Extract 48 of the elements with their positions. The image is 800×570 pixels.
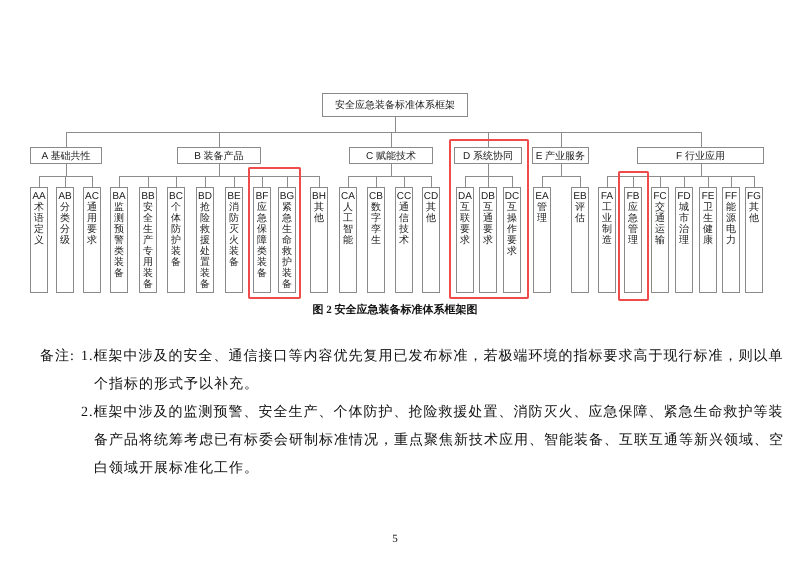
- note-text: 2.框架中涉及的监测预警、安全生产、个体防护、抢险救援处置、消防灭火、应急保障、紧急生命救护等装备产品将统筹考虑已有标委会研制标准情况，重点聚焦新技术应用、智能装备、互联互通等新兴领域、空白领域开展标准化工作。: [81, 403, 785, 478]
- connector-line: [701, 164, 755, 188]
- leaf-box: BC 个体防护装备: [167, 187, 185, 293]
- notes-heading: 备注:: [40, 347, 75, 366]
- leaf-box: BE 消防灭火装备: [225, 187, 243, 293]
- category-box: C 赋能技术: [349, 147, 433, 164]
- connector-line: [66, 164, 93, 188]
- leaf-box: CC 通信技术: [395, 187, 413, 293]
- leaf-box: FD 城市治理: [675, 187, 693, 293]
- leaf-box: AA 术语定义: [30, 187, 48, 293]
- page-number: 5: [392, 533, 398, 545]
- leaf-box: FE 卫生健康: [699, 187, 717, 293]
- leaf-box: CD 其他: [422, 187, 440, 293]
- leaf-box: EB 评估: [571, 187, 589, 293]
- leaf-box: FG 其他: [745, 187, 763, 293]
- leaf-box: BD 抢险救援处置装备: [196, 187, 214, 293]
- leaf-box: BG 紧急生命救护装备: [278, 187, 296, 293]
- category-box: D 系统协同: [454, 147, 522, 164]
- leaf-box: CB 数字孪生: [367, 187, 385, 293]
- category-box: A 基础共性: [30, 147, 102, 164]
- leaf-box: BF 应急保障类装备: [253, 187, 271, 293]
- category-box: E 产业服务: [532, 147, 589, 164]
- leaf-box: BB 安全生产专用装备: [139, 187, 157, 293]
- leaf-box: AC 通用要求: [83, 187, 101, 293]
- connector-line: [488, 164, 513, 188]
- leaf-box: BA 监测预警类装备: [110, 187, 128, 293]
- note-text: 1.框架中涉及的安全、通信接口等内容优先复用已发布标准，若极端环境的指标要求高于现行标准，则以单个指标的形式予以补充。: [81, 347, 784, 394]
- category-box: B 装备产品: [177, 147, 261, 164]
- leaf-box: DC 互操作要求: [503, 187, 521, 293]
- leaf-box: FC 交通运输: [651, 187, 669, 293]
- root-node-box: 安全应急装备标准体系框架: [322, 93, 468, 117]
- leaf-box: FA 工业制造: [598, 187, 616, 293]
- connector-line: [561, 164, 581, 188]
- leaf-box: DB 互通要求: [479, 187, 497, 293]
- figure-caption: 图 2 安全应急装备标准体系框架图: [312, 302, 478, 317]
- leaf-box: AB 分类分级: [56, 187, 74, 293]
- highlight-frame: [449, 139, 529, 299]
- connector-line: [391, 164, 432, 188]
- leaf-box: DA 互联要求: [456, 187, 474, 293]
- category-box: F 行业应用: [637, 147, 764, 164]
- leaf-box: EA 管理: [533, 187, 551, 293]
- leaf-box: FB 应急管理: [624, 187, 642, 293]
- leaf-box: CA 人工智能: [339, 187, 357, 293]
- highlight-frame: [618, 171, 649, 301]
- leaf-box: FF 能源电力: [722, 187, 740, 293]
- leaf-box: BH 其他: [310, 187, 328, 293]
- highlight-frame: [248, 167, 301, 299]
- connector-line: [219, 164, 320, 188]
